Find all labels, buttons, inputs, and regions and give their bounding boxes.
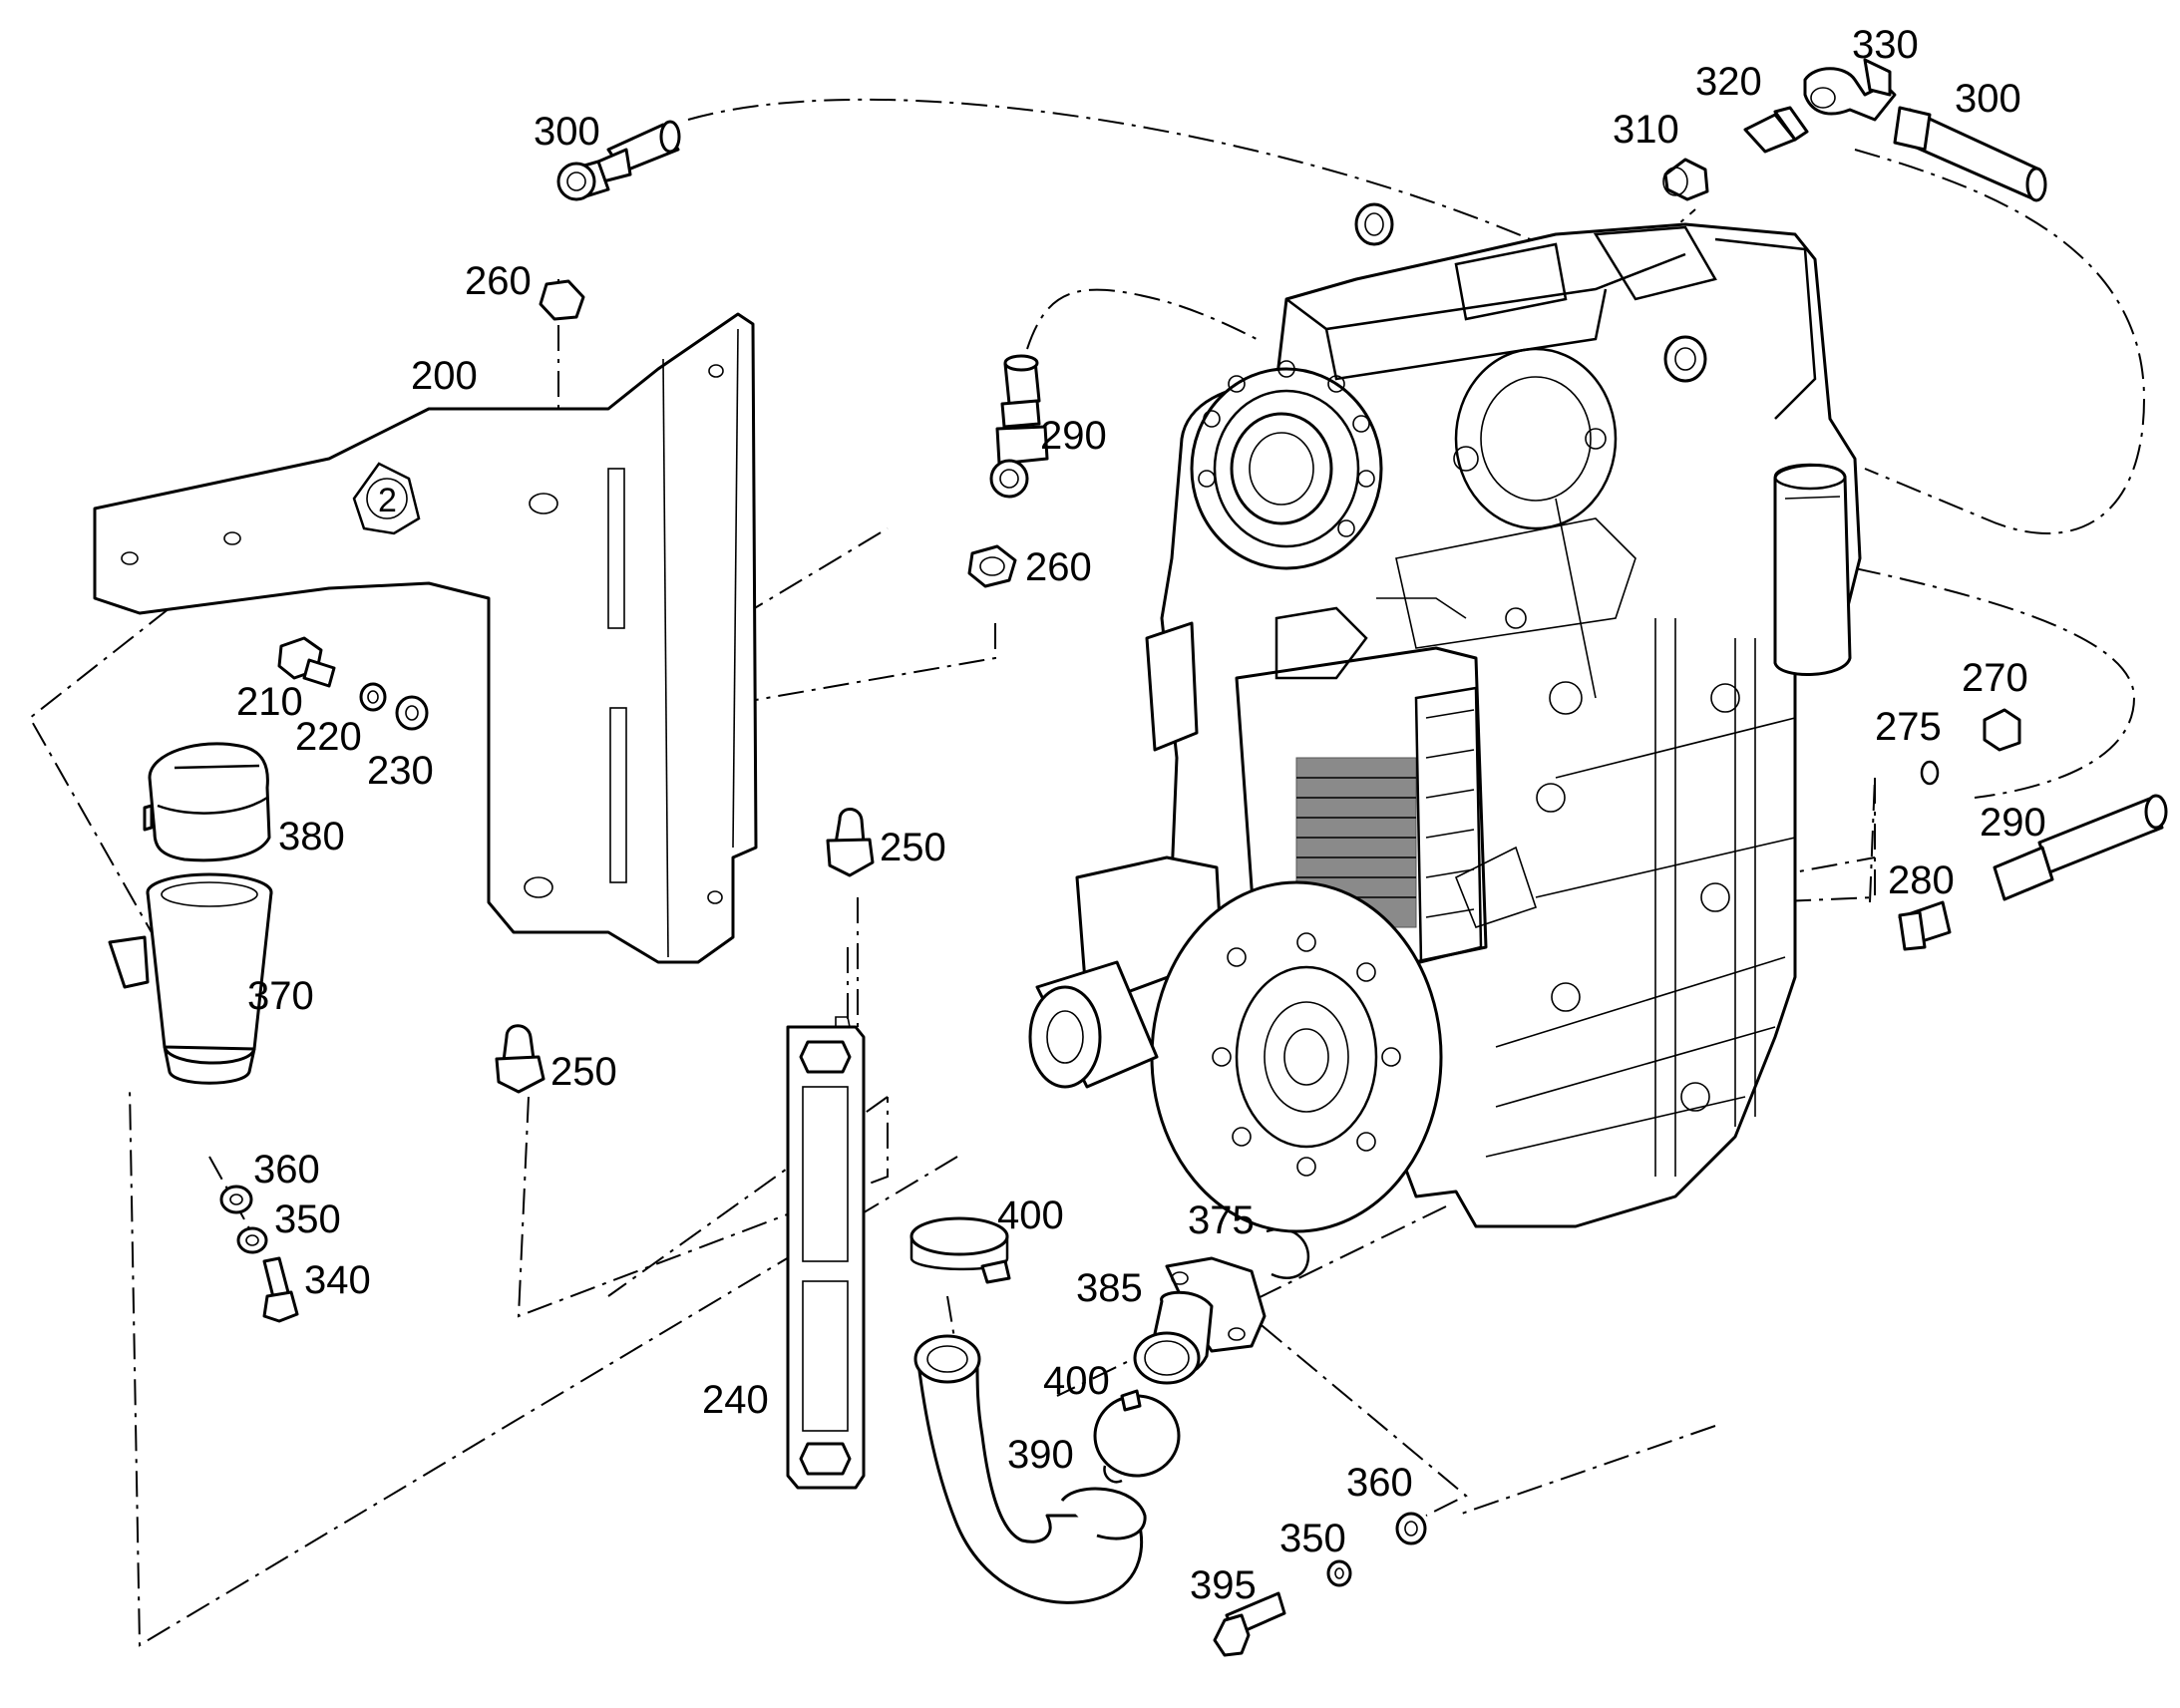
bolt-340 <box>262 1256 299 1323</box>
label-350-right: 350 <box>1279 1517 1346 1560</box>
label-320: 320 <box>1695 60 1762 104</box>
hose-fitting-300-right <box>1893 106 2047 202</box>
label-395: 395 <box>1190 1563 1257 1607</box>
label-375: 375 <box>1188 1198 1255 1242</box>
label-380: 380 <box>278 815 345 858</box>
hose-clamp-400-lower <box>1093 1389 1181 1484</box>
label-240: 240 <box>702 1378 769 1422</box>
label-200: 200 <box>411 354 478 398</box>
label-270: 270 <box>1962 656 2028 700</box>
elbow-flange-385 <box>1133 1256 1267 1385</box>
o-ring-275 <box>1920 760 1940 786</box>
nut-260-middle <box>967 544 1017 588</box>
washer-350-left <box>236 1226 268 1254</box>
cap-380 <box>143 742 271 862</box>
label-250-lower: 250 <box>550 1050 617 1094</box>
label-300-left: 300 <box>534 110 600 154</box>
hose-390 <box>913 1334 1147 1604</box>
filler-neck-370 <box>108 872 273 1085</box>
label-350-left: 350 <box>274 1197 341 1241</box>
label-370: 370 <box>247 974 314 1018</box>
hose-fitting-290-middle <box>989 354 1049 499</box>
label-280: 280 <box>1888 858 1955 902</box>
washer-350-right <box>1326 1559 1352 1587</box>
hose-clamp-400-upper <box>909 1216 1011 1284</box>
washer-220 <box>359 682 387 712</box>
label-290-right: 290 <box>1980 801 2046 845</box>
label-300-right: 300 <box>1955 77 2021 121</box>
nut-310 <box>1662 158 1709 201</box>
label-400-lower: 400 <box>1043 1359 1110 1403</box>
adapter-320 <box>1743 106 1809 154</box>
label-260-middle: 260 <box>1025 545 1092 589</box>
label-290-middle: 290 <box>1040 414 1107 458</box>
bolt-395 <box>1213 1591 1286 1657</box>
nut-260-left <box>539 279 585 321</box>
adapter-280 <box>1898 900 1952 951</box>
washer-360-left <box>219 1185 253 1214</box>
hose-fitting-300-left <box>556 120 681 201</box>
label-230: 230 <box>367 749 434 793</box>
washer-360-right <box>1395 1512 1427 1545</box>
elbow-330 <box>1803 58 1897 122</box>
label-400-upper: 400 <box>997 1194 1064 1237</box>
seal-ring-375 <box>1266 1227 1310 1279</box>
label-340: 340 <box>304 1258 371 1302</box>
label-385: 385 <box>1076 1266 1143 1310</box>
part-labels: 300 260 200 290 260 210 220 230 380 370 … <box>236 23 2046 1607</box>
label-210: 210 <box>236 680 303 724</box>
label-360-left: 360 <box>253 1148 320 1192</box>
label-310: 310 <box>1613 108 1679 152</box>
bracket-200: 2 <box>93 312 758 964</box>
label-220: 220 <box>295 715 362 759</box>
gear-logo-icon: 2 <box>352 462 421 535</box>
control-module-grid <box>1296 777 1416 898</box>
bolt-210 <box>277 636 336 688</box>
leader-lines <box>28 98 2146 1647</box>
label-390: 390 <box>1007 1433 1074 1477</box>
washer-230 <box>395 695 429 731</box>
screw-250-upper <box>826 808 875 877</box>
transmission-housing <box>1028 202 1862 1233</box>
sight-glass-240 <box>786 1016 866 1490</box>
label-360-right: 360 <box>1346 1461 1413 1505</box>
screw-250-lower <box>495 1024 545 1094</box>
plug-270 <box>1983 708 2021 752</box>
logo-text: 2 <box>378 482 397 519</box>
label-260-left: 260 <box>465 259 532 303</box>
hose-fitting-290-right <box>1993 794 2168 901</box>
label-275: 275 <box>1875 705 1942 749</box>
label-330: 330 <box>1852 23 1919 67</box>
label-250-upper: 250 <box>880 826 946 869</box>
